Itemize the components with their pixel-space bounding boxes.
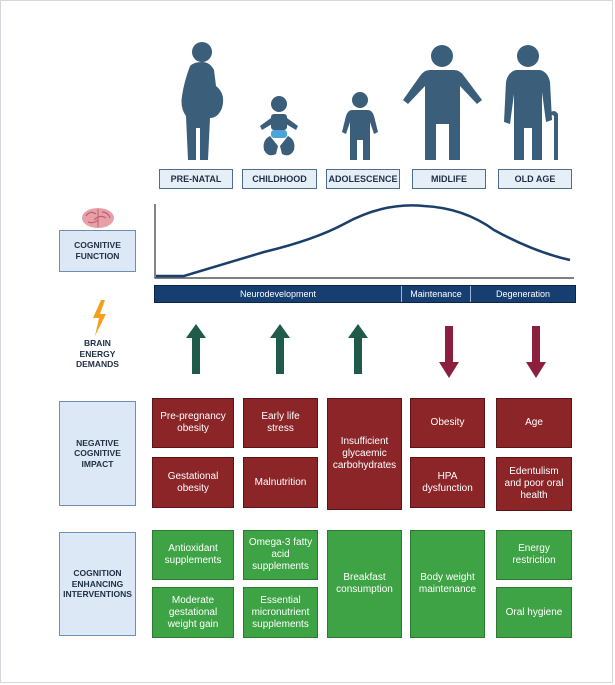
negative-impact-adolescence: Insufficient glycaemic carbohydrates xyxy=(327,398,402,510)
negative-impact-midlife-bottom: HPA dysfunction xyxy=(410,457,485,508)
intervention-oldage-bottom: Oral hygiene xyxy=(496,587,572,638)
phase-maintenance: Maintenance xyxy=(410,289,462,299)
brain-icon xyxy=(82,208,114,228)
negative-impact-oldage-top: Age xyxy=(496,398,572,448)
phase-degeneration: Degeneration xyxy=(495,289,551,299)
life-stage-figures xyxy=(181,42,558,160)
child-icon xyxy=(342,92,378,160)
negative-impact-prenatal-top: Pre-pregnancy obesity xyxy=(152,398,234,448)
phase-divider xyxy=(401,286,402,302)
adult-icon xyxy=(403,45,482,160)
intervention-midlife: Body weight maintenance xyxy=(410,530,485,638)
row-label-negative-impact: NEGATIVE COGNITIVE IMPACT xyxy=(59,401,136,506)
lightning-bolt-icon xyxy=(93,300,106,336)
row-label-interventions: COGNITION ENHANCING INTERVENTIONS xyxy=(59,532,136,636)
row-label-brain-energy: BRAIN ENERGY DEMANDS xyxy=(76,338,119,370)
intervention-childhood-bottom: Essential micronutrient supplements xyxy=(243,587,318,638)
elderly-with-cane-icon xyxy=(504,45,558,160)
up-arrow-icon xyxy=(270,324,290,374)
down-arrow-icon xyxy=(526,326,546,378)
stage-label-oldage: OLD AGE xyxy=(498,169,572,189)
up-arrow-icon xyxy=(186,324,206,374)
negative-impact-childhood-bottom: Malnutrition xyxy=(243,457,318,508)
row-label-cognitive-function: COGNITIVE FUNCTION xyxy=(59,230,136,272)
stage-label-childhood: CHILDHOOD xyxy=(242,169,317,189)
energy-demand-arrows xyxy=(186,324,546,378)
life-phase-bar: Neurodevelopment Maintenance Degeneratio… xyxy=(154,285,576,303)
down-arrow-icon xyxy=(439,326,459,378)
up-arrow-icon xyxy=(348,324,368,374)
stage-label-adolescence: ADOLESCENCE xyxy=(326,169,400,189)
intervention-prenatal-top: Antioxidant supplements xyxy=(152,530,234,580)
stage-label-midlife: MIDLIFE xyxy=(412,169,486,189)
negative-impact-childhood-top: Early life stress xyxy=(243,398,318,448)
negative-impact-prenatal-bottom: Gestational obesity xyxy=(152,457,234,508)
stage-label-prenatal: PRE-NATAL xyxy=(159,169,233,189)
negative-impact-oldage-bottom: Edentulism and poor oral health xyxy=(496,457,572,511)
intervention-adolescence: Breakfast consumption xyxy=(327,530,402,638)
intervention-childhood-top: Omega-3 fatty acid supplements xyxy=(243,530,318,580)
phase-divider xyxy=(470,286,471,302)
pregnant-woman-icon xyxy=(181,42,224,160)
baby-icon xyxy=(260,96,298,156)
cognitive-function-curve xyxy=(154,204,574,279)
intervention-oldage-top: Energy restriction xyxy=(496,530,572,580)
negative-impact-midlife-top: Obesity xyxy=(410,398,485,448)
phase-neurodevelopment: Neurodevelopment xyxy=(239,289,317,299)
intervention-prenatal-bottom: Moderate gestational weight gain xyxy=(152,587,234,638)
